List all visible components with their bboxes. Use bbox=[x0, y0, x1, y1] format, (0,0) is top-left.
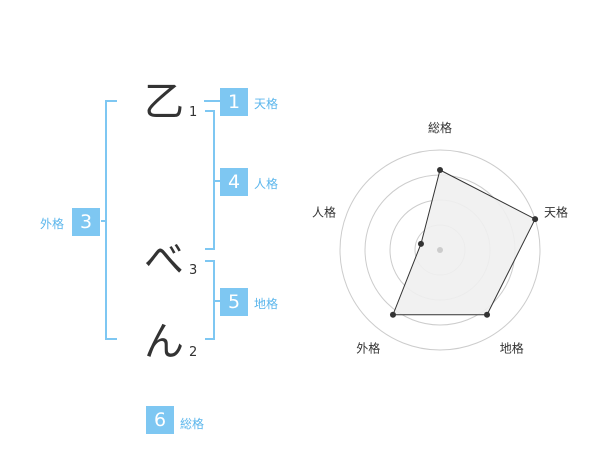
radar-point-3 bbox=[484, 311, 491, 318]
gaikaku-bracket bbox=[105, 100, 107, 340]
chikaku-badge: 5 bbox=[220, 288, 248, 316]
gaikaku-badge: 3 bbox=[72, 208, 100, 236]
radar-axis-label: 外格 bbox=[356, 341, 380, 356]
radar-axis-label: 地格 bbox=[500, 341, 524, 356]
soukaku-badge: 6 bbox=[146, 406, 174, 434]
jinkaku-bracket-top bbox=[205, 110, 215, 112]
radar-axis-label: 天格 bbox=[544, 204, 568, 219]
name-char-1: 乙 bbox=[144, 79, 184, 125]
radar-polygon bbox=[392, 169, 536, 316]
jinkaku-bracket bbox=[213, 110, 215, 250]
name-char-2: べ bbox=[144, 237, 184, 283]
chikaku-bracket-top bbox=[205, 260, 215, 262]
jinkaku-label: 人格 bbox=[254, 177, 279, 191]
tenkaku-badge: 1 bbox=[220, 88, 248, 116]
gaikaku-bracket-top bbox=[105, 100, 117, 102]
radar-point-1 bbox=[437, 167, 443, 173]
tenkaku-label: 天格 bbox=[254, 97, 279, 111]
gaikaku-bracket-bottom bbox=[105, 338, 117, 340]
chikaku-connector bbox=[215, 300, 220, 302]
radar-ring bbox=[339, 149, 541, 351]
chikaku-bracket bbox=[213, 260, 215, 340]
gaikaku-label: 外格 bbox=[40, 217, 65, 231]
soukaku-label: 総格 bbox=[180, 417, 205, 431]
stroke-count-3: 2 bbox=[189, 345, 198, 360]
jinkaku-bracket-bottom bbox=[205, 248, 215, 250]
radar-axis-label: 総格 bbox=[428, 120, 452, 135]
radar-point-4 bbox=[389, 311, 396, 318]
chikaku-label: 地格 bbox=[254, 297, 279, 311]
radar-point-5 bbox=[417, 240, 424, 247]
radar-axis-label: 人格 bbox=[312, 204, 336, 219]
stroke-count-2: 3 bbox=[189, 263, 198, 278]
radar-center bbox=[437, 247, 443, 253]
chikaku-bracket-bottom bbox=[205, 338, 215, 340]
jinkaku-connector bbox=[215, 180, 220, 182]
radar-point-2 bbox=[532, 216, 539, 223]
name-char-3: ん bbox=[144, 319, 184, 365]
tenkaku-connector bbox=[204, 100, 220, 102]
gaikaku-connector bbox=[101, 220, 105, 222]
stroke-count-1: 1 bbox=[189, 105, 198, 120]
jinkaku-badge: 4 bbox=[220, 168, 248, 196]
